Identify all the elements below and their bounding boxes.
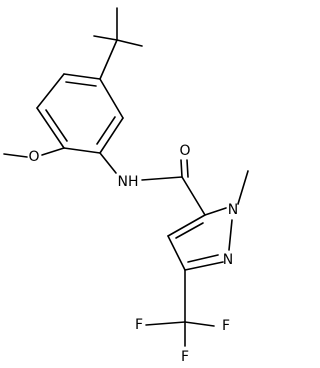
bond-ring-f — [99, 78, 124, 119]
bond-carbonyl-pyrazole — [181, 176, 206, 216]
bond-nh-carbonyl — [141, 176, 183, 181]
bond-ring-e-inner — [96, 116, 116, 145]
bond-ring-d — [63, 147, 101, 154]
bond-ring-e — [99, 117, 124, 154]
molecule-diagram: O O NH N N F F F — [3, 7, 249, 365]
bond-pz-c4-c5 — [167, 214, 206, 237]
atom-oxygen-ether: O — [28, 149, 39, 165]
bond-ring-a-inner — [65, 81, 97, 87]
atom-pyrazole-n1: N — [228, 202, 238, 218]
pyrazole-ring: N N — [167, 170, 249, 271]
atom-fluorine-1: F — [135, 317, 143, 333]
bond-carbonyl-oxygen — [180, 159, 183, 178]
bond-carbonyl-oxygen-2 — [186, 159, 189, 178]
bond-ring-c-inner — [45, 109, 68, 142]
benzene-ring — [36, 73, 124, 154]
atom-oxygen-carbonyl: O — [179, 143, 190, 159]
bond-pz-c3-c4 — [167, 235, 186, 271]
bond-pz-n1-n2 — [228, 219, 233, 251]
bond-ring-a — [63, 73, 101, 80]
methoxy-group: O — [3, 147, 65, 165]
bond-ring-b — [36, 73, 65, 109]
bond-n1-methyl — [237, 170, 249, 205]
bond-ring-oxygen — [41, 147, 65, 156]
bond-tbu-c3 — [116, 39, 143, 47]
bond-pz-c5-n1 — [204, 207, 227, 216]
structure-svg: O O NH N N F F F — [3, 7, 249, 365]
bond-pz-n2-c3 — [184, 261, 224, 271]
atom-fluorine-2: F — [222, 318, 230, 334]
bond-pz-c4-c5-inner — [175, 222, 204, 239]
bond-cf3-f1 — [145, 321, 186, 326]
bond-tbu-c2 — [93, 35, 118, 41]
tert-butyl-group — [93, 7, 143, 80]
atom-fluorine-3: F — [181, 349, 189, 365]
bond-pz-n2-c3-inner — [187, 254, 219, 263]
bond-tbu-ring — [99, 39, 118, 80]
atom-pyrazole-n2: N — [223, 252, 233, 268]
atom-amide-nh: NH — [118, 174, 139, 190]
bond-cf3-f2 — [184, 321, 215, 327]
bond-ring-nh — [99, 152, 117, 174]
trifluoromethyl-group: F F F — [135, 269, 230, 365]
amide-group: O NH — [99, 143, 206, 216]
bond-ring-c — [36, 107, 65, 149]
bond-oxygen-methyl — [3, 153, 28, 158]
